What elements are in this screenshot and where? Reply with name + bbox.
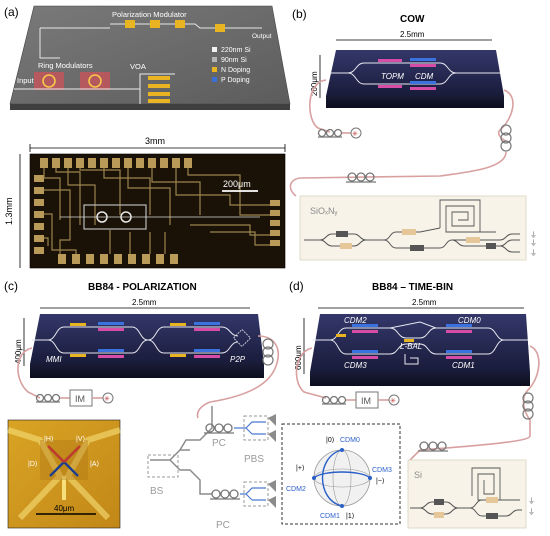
legend-swatch-2 — [212, 67, 217, 72]
panel-c-height-label: 400μm — [14, 339, 23, 364]
panel-b-title: COW — [400, 14, 425, 25]
panel-d-bloch-sphere: |0⟩ CDM0 |+⟩ CDM2 CDM3 |−⟩ CDM1 |1⟩ — [281, 423, 401, 525]
panel-c-tag: (c) — [4, 279, 18, 293]
voa-electrode-3 — [148, 92, 170, 96]
ring-mod-1 — [34, 72, 64, 90]
legend-label-1: 90nm Si — [221, 57, 247, 64]
legend-label-2: N Doping — [221, 67, 250, 74]
legend-label-0: 220nm Si — [221, 47, 251, 54]
panel-d-height-label: 600μm — [294, 345, 303, 370]
panel-b-cdm-label: CDM — [415, 72, 434, 81]
panel-c-laser-icon — [102, 392, 114, 404]
width-label-3mm: 3mm — [145, 136, 165, 146]
sem-scale-label: 40μm — [54, 504, 75, 513]
pc-lower — [210, 489, 240, 500]
svg-text:⏚: ⏚ — [528, 497, 535, 505]
panel-b-laser-icon — [350, 127, 362, 139]
panel-c-im-label: IM — [75, 394, 85, 404]
panel-d-tag: (d) — [289, 279, 304, 293]
panel-d-laser-icon — [388, 394, 400, 406]
ket-d-label: |D⟩ — [28, 460, 38, 468]
svg-text:✳: ✳ — [104, 395, 110, 403]
panel-a-tag: (a) — [4, 5, 19, 19]
panel-c-p2p-label: P2P — [230, 355, 246, 364]
panel-d-receiver-chip — [407, 459, 527, 529]
p2p-coupler — [232, 328, 252, 348]
input-label: Input — [17, 76, 35, 85]
panel-c-pbs-label: PBS — [244, 454, 264, 465]
bloch-cdm3-label: CDM3 — [372, 467, 392, 474]
bs-box — [147, 454, 179, 478]
panel-c-pc2-label: PC — [216, 520, 230, 531]
panel-d-material-label: Si — [414, 470, 422, 480]
bloch-ket-minus: |−⟩ — [376, 477, 385, 485]
bloch-cdm2-label: CDM2 — [286, 486, 306, 493]
bloch-cdm0-label: CDM0 — [340, 437, 360, 444]
bloch-ket-1: |1⟩ — [346, 512, 355, 520]
panel-b: (b) COW 2.5mm 200μm TOPM CDM ✳ — [289, 7, 537, 261]
panel-b-tag: (b) — [292, 7, 307, 21]
svg-text:⏚: ⏚ — [528, 508, 535, 516]
panel-c-title: BB84 - POLARIZATION — [88, 282, 197, 293]
bloch-cdm1-label: CDM1 — [320, 513, 340, 520]
panel-c: (c) BB84 - POLARIZATION 2.5mm 400μm MMI … — [4, 279, 401, 531]
panel-a-chip-render: Polarization Modulator Output Ring Modul… — [9, 5, 291, 110]
panel-d-cdm1-label: CDM1 — [452, 361, 475, 370]
pol-mod-electrode-3 — [175, 20, 185, 28]
voa-electrode-4 — [148, 99, 170, 103]
height-label-1-3mm: 1.3mm — [4, 197, 14, 225]
panel-d-cdm0-label: CDM0 — [458, 316, 481, 325]
panel-d: (d) BB84 – TIME-BIN 2.5mm 600μm CDM2 CDM… — [289, 279, 540, 529]
pc-upper — [204, 423, 234, 434]
panel-c-sem-inset: |H⟩ |V⟩ |D⟩ |A⟩ 40μm — [7, 419, 121, 529]
ket-v-label: |V⟩ — [76, 435, 85, 443]
panel-d-im-label: IM — [361, 396, 371, 406]
panel-c-receiver: BS PC PC PBS — [147, 401, 276, 531]
legend-swatch-1 — [212, 57, 217, 62]
legend-swatch-3 — [212, 77, 217, 82]
micrograph-scale-label: 200μm — [223, 179, 251, 189]
pol-mod-electrode-2 — [150, 20, 160, 28]
panel-d-title: BB84 – TIME-BIN — [372, 282, 453, 293]
pol-mod-label: Polarization Modulator — [112, 10, 187, 19]
voa-electrode-2 — [148, 84, 170, 88]
bloch-ket-plus: |+⟩ — [296, 464, 305, 472]
pol-mod-electrode-1 — [125, 20, 135, 28]
panel-b-height-label: 200μm — [310, 71, 319, 96]
panel-a-micrograph: 3mm 1.3mm — [4, 136, 286, 269]
panel-a: (a) Polarization Modulator Output Ring M… — [4, 5, 291, 269]
panel-b-spiral-delay — [439, 199, 481, 233]
pol-mod-electrode-4 — [215, 24, 225, 32]
panel-b-fiber-loop-1 — [317, 128, 327, 138]
voa-electrode-1 — [148, 76, 170, 80]
voa-label: VOA — [130, 62, 146, 71]
panel-c-bs-label: BS — [150, 486, 164, 497]
ket-h-label: |H⟩ — [44, 435, 54, 443]
ket-a-label: |A⟩ — [90, 460, 99, 468]
panel-c-width-label: 2.5mm — [132, 298, 157, 307]
panel-c-pc1-label: PC — [212, 438, 226, 449]
panel-c-mmi-label: MMI — [46, 355, 62, 364]
bloch-ket-0: |0⟩ — [326, 436, 335, 444]
svg-text:✳: ✳ — [390, 397, 396, 405]
output-label: Output — [252, 33, 272, 40]
svg-text:⏚: ⏚ — [530, 249, 537, 257]
svg-text:⏚: ⏚ — [530, 239, 537, 247]
ring-mod-label: Ring Modulators — [38, 61, 93, 70]
ring-mod-2 — [80, 72, 110, 90]
svg-text:⏚: ⏚ — [530, 231, 537, 239]
panel-b-topm-label: TOPM — [381, 72, 404, 81]
svg-text:✳: ✳ — [352, 130, 358, 138]
panel-b-width-label: 2.5mm — [400, 30, 425, 39]
panel-d-lbal-label: L-BAL — [400, 342, 422, 351]
panel-d-cdm2-label: CDM2 — [344, 316, 367, 325]
panel-d-width-label: 2.5mm — [412, 298, 437, 307]
panel-d-cdm3-label: CDM3 — [344, 361, 367, 370]
legend-label-3: P Doping — [221, 77, 250, 84]
panel-a-legend: 220nm Si 90nm Si N Doping P Doping — [212, 47, 251, 84]
legend-swatch-0 — [212, 47, 217, 52]
panel-b-fiber-spool — [500, 124, 512, 136]
panel-b-material-label: SiOₓNᵧ — [310, 206, 337, 216]
